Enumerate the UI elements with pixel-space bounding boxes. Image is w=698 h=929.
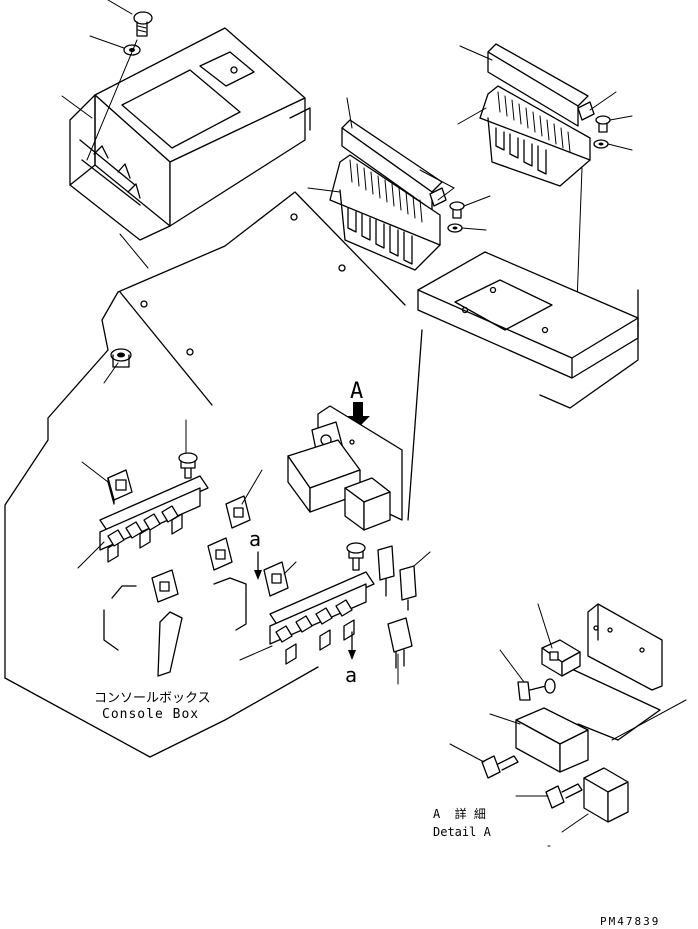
leader-lines	[61, 0, 687, 847]
screw-fuse-2	[595, 115, 611, 133]
detail-a-screw-1	[517, 678, 556, 701]
detail-a-label-en: Detail A	[433, 825, 492, 839]
relay-bank-right	[263, 545, 417, 669]
grommet	[110, 348, 132, 368]
screw-right-bank	[346, 542, 366, 571]
controller-unit	[69, 27, 311, 241]
arrow-a-bottom-head	[348, 650, 356, 660]
screw-left-bank	[178, 452, 198, 479]
fuse-box-2	[479, 85, 595, 187]
fuse-box-cover-2	[487, 43, 589, 127]
detail-a-bolt-3	[545, 783, 583, 809]
detail-a-relay-2	[583, 767, 629, 823]
fuse-box-1	[329, 154, 447, 271]
screw-fuse-1	[449, 201, 465, 219]
detail-a-block	[515, 707, 589, 773]
washer-fuse-1	[447, 223, 463, 233]
detail-a-bolt-2	[481, 755, 519, 779]
washer-fuse-2	[593, 139, 609, 149]
console-box-outline	[4, 191, 423, 758]
screw-axis-line	[86, 39, 138, 161]
washer-top	[123, 44, 141, 56]
arrow-marker-a-top: a	[249, 527, 261, 551]
detail-a-label-jp: A 詳 細	[433, 806, 486, 821]
view-marker-a: A	[350, 379, 363, 404]
console-box-label-en: Console Box	[102, 707, 199, 722]
mounting-tray	[417, 251, 639, 409]
console-box-label-jp: コンソールボックス	[94, 691, 211, 706]
relay-bank-left	[99, 469, 251, 677]
arrow-marker-a-bottom: a	[345, 663, 357, 687]
arrow-a-top-head	[254, 570, 262, 580]
drawing-number: PM47839	[600, 915, 660, 928]
relay-board	[287, 405, 403, 531]
screw-top	[133, 11, 153, 37]
